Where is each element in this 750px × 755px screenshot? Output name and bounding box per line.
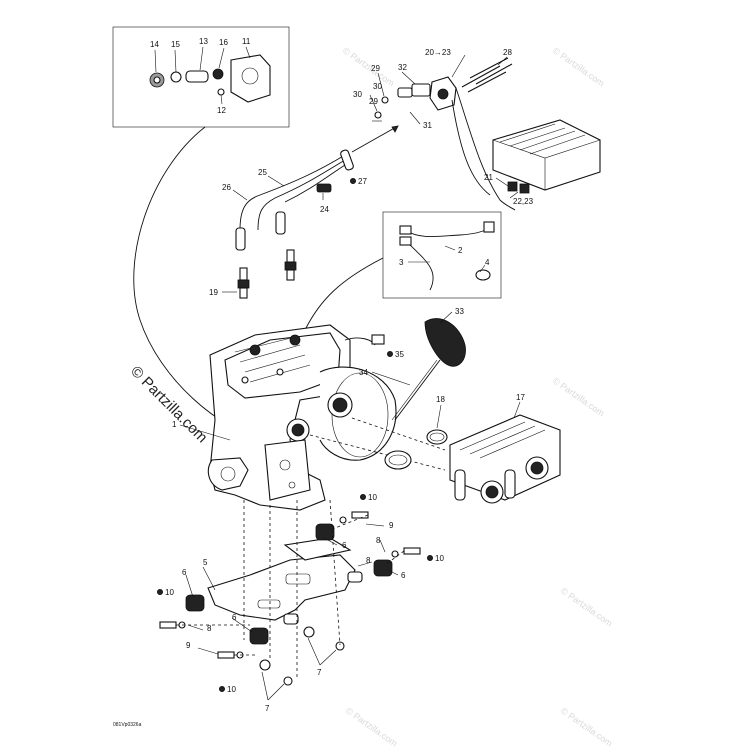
callout-6: 6 — [401, 571, 406, 580]
watermark-prominent: © Partzilla.com — [127, 363, 210, 446]
adhesive-drop-icon — [218, 686, 225, 693]
callout-34: 34 — [359, 368, 368, 377]
callout-13: 13 — [199, 37, 208, 46]
callout-5: 5 — [203, 558, 208, 567]
callout-8: 8 — [376, 536, 381, 545]
callout-12: 12 — [217, 106, 226, 115]
adhesive-drop-icon — [426, 555, 433, 562]
electronic-module — [492, 119, 601, 191]
callout-33: 33 — [455, 307, 464, 316]
callout-1: 1 — [172, 420, 177, 429]
carb-body — [449, 414, 561, 501]
callout-6: 6 — [232, 613, 237, 622]
adhesive-drop-icon — [156, 589, 163, 596]
callout-30: 30 — [373, 82, 382, 91]
rubber-mount — [249, 627, 269, 645]
nut-part — [212, 68, 224, 80]
pin-part — [185, 70, 209, 83]
spark-plug-wires: 26 25 24 27 — [222, 149, 367, 251]
ignition-assembly: 20→23 28 32 29 30 30 29 31 21 22,23 — [353, 48, 601, 211]
watermark: © Partzilla.com — [559, 585, 614, 628]
engine-mount-hardware: 5 6 6 6 6 8 8 8 9 9 9 7 7 10 10 10 10 — [156, 493, 444, 713]
callout-26: 26 — [222, 183, 231, 192]
callout-27: 27 — [358, 177, 367, 186]
callout-14: 14 — [150, 40, 159, 49]
plate-part — [230, 54, 271, 103]
callout-9: 9 — [389, 521, 394, 530]
plug-cap — [235, 227, 246, 251]
callout-9: 9 — [186, 641, 191, 650]
callout-3: 3 — [399, 258, 404, 267]
callout-30: 30 — [353, 90, 362, 99]
callout-22-23: 22,23 — [513, 197, 534, 206]
mount-plate — [207, 554, 356, 621]
watermark: © Partzilla.com — [551, 375, 606, 418]
adhesive-drop-icon — [349, 177, 356, 184]
callout-31: 31 — [423, 121, 432, 130]
watermark: © Partzilla.com — [551, 45, 606, 88]
callout-4: 4 — [485, 258, 490, 267]
callout-7: 7 — [317, 668, 322, 677]
watermark: © Partzilla.com — [344, 705, 399, 748]
callout-10: 10 — [165, 588, 174, 597]
clamps: 18 — [384, 395, 448, 470]
engine-plate — [264, 439, 311, 501]
callout-25: 25 — [258, 168, 267, 177]
callout-15: 15 — [171, 40, 180, 49]
callout-10: 10 — [435, 554, 444, 563]
callout-19: 19 — [209, 288, 218, 297]
inset-frame — [112, 26, 290, 128]
callout-11: 11 — [242, 37, 251, 46]
washer-part — [170, 71, 182, 83]
callout-16: 16 — [219, 38, 228, 47]
plug-cap — [275, 211, 286, 235]
callout-29: 29 — [371, 64, 380, 73]
callout-28: 28 — [503, 48, 512, 57]
callout-18: 18 — [436, 395, 445, 404]
callout-35: 35 — [395, 350, 404, 359]
pto-end — [207, 457, 249, 491]
harness-frame — [382, 211, 502, 299]
engine-block: 1 — [172, 324, 397, 511]
callout-10: 10 — [368, 493, 377, 502]
callout-6: 6 — [342, 541, 347, 550]
callout-29: 29 — [369, 97, 378, 106]
oil-cap-assembly: 33 35 34 — [359, 307, 466, 421]
callout-20-23: 20→23 — [425, 48, 451, 57]
harness-inset: 2 3 4 — [382, 211, 502, 299]
callout-8: 8 — [366, 556, 371, 565]
spark-plugs: 19 — [209, 249, 297, 299]
magneto-cover — [319, 366, 397, 461]
rubber-mount — [185, 594, 205, 612]
callout-17: 17 — [516, 393, 525, 402]
callout-6: 6 — [182, 568, 187, 577]
adhesive-drop-icon — [359, 493, 366, 500]
callout-2: 2 — [458, 246, 463, 255]
rubber-mount — [315, 523, 335, 541]
carburetors: 17 — [449, 393, 561, 504]
watermark: © Partzilla.com — [341, 45, 396, 88]
wire-clip — [316, 183, 332, 193]
rubber-mount — [373, 559, 393, 577]
callout-7: 7 — [265, 704, 270, 713]
callout-8: 8 — [207, 624, 212, 633]
callout-32: 32 — [398, 63, 407, 72]
diagram-code: 081Vp0326a — [113, 722, 142, 728]
inset-detail-box: 14 15 13 16 11 12 — [112, 26, 290, 128]
callout-10: 10 — [227, 685, 236, 694]
cap-33 — [424, 318, 466, 367]
adhesive-drop-icon — [386, 350, 393, 357]
callout-24: 24 — [320, 205, 329, 214]
watermark: © Partzilla.com — [559, 705, 614, 748]
callout-21: 21 — [484, 173, 493, 182]
